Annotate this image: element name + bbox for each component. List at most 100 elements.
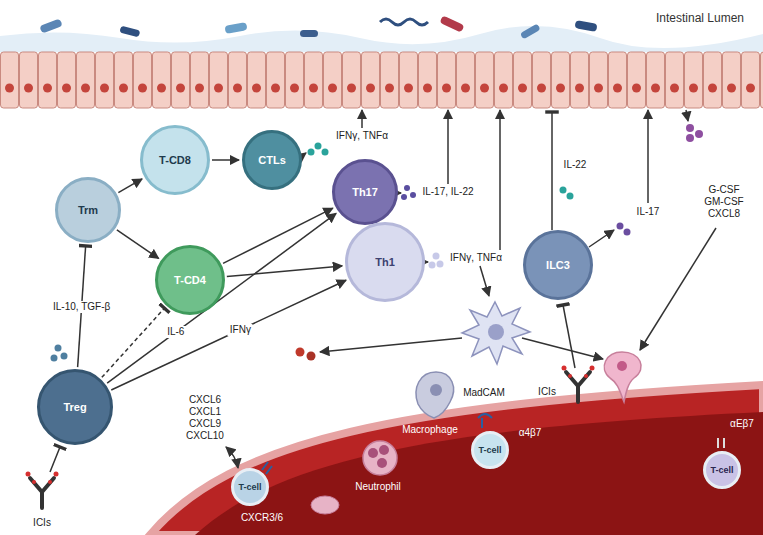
receptors <box>262 414 724 474</box>
cell-label: Neutrophil <box>355 481 401 493</box>
macrophage <box>416 372 454 418</box>
epithelial-cell <box>362 52 380 108</box>
arrow-line <box>107 213 336 383</box>
drug-label: ICIs <box>33 517 51 529</box>
epithelial-nucleus <box>119 84 128 93</box>
epithelial-nucleus <box>43 84 52 93</box>
epithelial-nucleus <box>290 84 299 93</box>
arrow-line <box>223 208 333 263</box>
epithelial-cell <box>590 52 608 108</box>
cell-circle: Th1 <box>345 222 425 302</box>
epithelial-cell <box>210 52 228 108</box>
cytokine-label: IL-6 <box>165 326 186 338</box>
arrow-line <box>118 179 142 193</box>
dendritic-cell <box>462 302 530 364</box>
epithelial-nucleus <box>233 84 242 93</box>
epithelial-cell <box>115 52 133 108</box>
cell-name: T-CD8 <box>159 154 191 166</box>
epithelial-cell <box>229 52 247 108</box>
epithelial-nucleus <box>24 84 33 93</box>
cell-circle: T-cell <box>231 468 269 506</box>
macrophage-nucleus <box>430 384 442 396</box>
cell-label: Macrophage <box>402 424 458 436</box>
ici-antibody <box>30 372 590 508</box>
epithelial-cell <box>20 52 38 108</box>
epithelial-cell <box>39 52 57 108</box>
epithelial-nucleus <box>62 84 71 93</box>
cell-name: Th1 <box>375 256 395 268</box>
epithelial-cell <box>191 52 209 108</box>
epithelial-cell <box>514 52 532 108</box>
epithelial-nucleus <box>613 84 622 93</box>
epithelial-cell <box>533 52 551 108</box>
pink-nucleus <box>617 361 627 371</box>
epithelial-nucleus <box>594 84 603 93</box>
epithelial-nucleus <box>252 84 261 93</box>
epithelial-cell <box>248 52 266 108</box>
cell-name: T-cell <box>710 465 733 475</box>
mucus-layer <box>0 26 763 52</box>
epithelial-cell <box>495 52 513 108</box>
epithelial-cell <box>305 52 323 108</box>
arrows <box>50 110 716 472</box>
epithelial-nucleus <box>271 84 280 93</box>
epithelial-cell <box>343 52 361 108</box>
epithelial-nucleus <box>404 84 413 93</box>
epithelial-nucleus <box>499 84 508 93</box>
epithelial-cell <box>267 52 285 108</box>
epithelial-cell <box>704 52 722 108</box>
ici-dots <box>26 366 595 485</box>
epithelial-nucleus <box>461 84 470 93</box>
epithelial-cell <box>761 52 763 108</box>
epithelial-nucleus <box>347 84 356 93</box>
epithelial-cell <box>324 52 342 108</box>
epithelial-cell <box>666 52 684 108</box>
epithelial-nucleus <box>708 84 717 93</box>
epithelial-cell <box>723 52 741 108</box>
epithelial-nucleus <box>81 84 90 93</box>
epithelial-nucleus <box>518 84 527 93</box>
arrow-line <box>117 230 159 259</box>
epithelial-nucleus <box>214 84 223 93</box>
neutrophil-small <box>311 496 339 514</box>
cytokine-label: IL-10, TGF-β <box>51 301 112 313</box>
cell-circle: Treg <box>37 369 113 445</box>
cell-circle: T-cell <box>471 431 509 469</box>
blood-vessel-wall <box>150 385 763 535</box>
epithelial-nucleus <box>670 84 679 93</box>
integrin-label: α4β7 <box>519 427 542 439</box>
epithelial-cell <box>381 52 399 108</box>
epithelial-cell <box>1 52 19 108</box>
epithelial-nucleus <box>195 84 204 93</box>
epithelial-nucleus <box>689 84 698 93</box>
epithelial-nucleus <box>366 84 375 93</box>
epithelial-cell <box>172 52 190 108</box>
epithelial-cell <box>438 52 456 108</box>
chemokine-label: CXCL6 CXCL1 CXCL9 CXCL10 <box>180 394 230 442</box>
epithelial-nucleus <box>746 84 755 93</box>
integrin-label: αEβ7 <box>730 418 754 430</box>
epithelial-nucleus <box>480 84 489 93</box>
epithelial-cell <box>742 52 760 108</box>
cell-name: T-cell <box>478 445 501 455</box>
epithelial-nucleus <box>632 84 641 93</box>
cytokine-dots <box>51 124 704 362</box>
cell-circle: T-CD8 <box>140 125 210 195</box>
cytokine-label: IL-17 <box>637 206 660 218</box>
cell-name: T-cell <box>238 482 261 492</box>
epithelial-cell <box>77 52 95 108</box>
epithelial-cell <box>286 52 304 108</box>
epithelial-nucleus <box>5 84 14 93</box>
epithelial-nucleus <box>176 84 185 93</box>
epithelial-nucleus <box>309 84 318 93</box>
cell-name: CTLs <box>258 154 286 166</box>
cytokine-label: IL-17, IL-22 <box>422 186 473 198</box>
epithelial-cell <box>134 52 152 108</box>
epithelial-nucleus <box>157 84 166 93</box>
epithelial-nucleus <box>138 84 147 93</box>
cytokine-label: IFNγ, TNFα <box>450 252 502 264</box>
cell-circle: ILC3 <box>523 230 593 300</box>
dendritic-nucleus <box>488 324 504 340</box>
epithelial-nucleus <box>556 84 565 93</box>
epithelial-nucleus <box>651 84 660 93</box>
